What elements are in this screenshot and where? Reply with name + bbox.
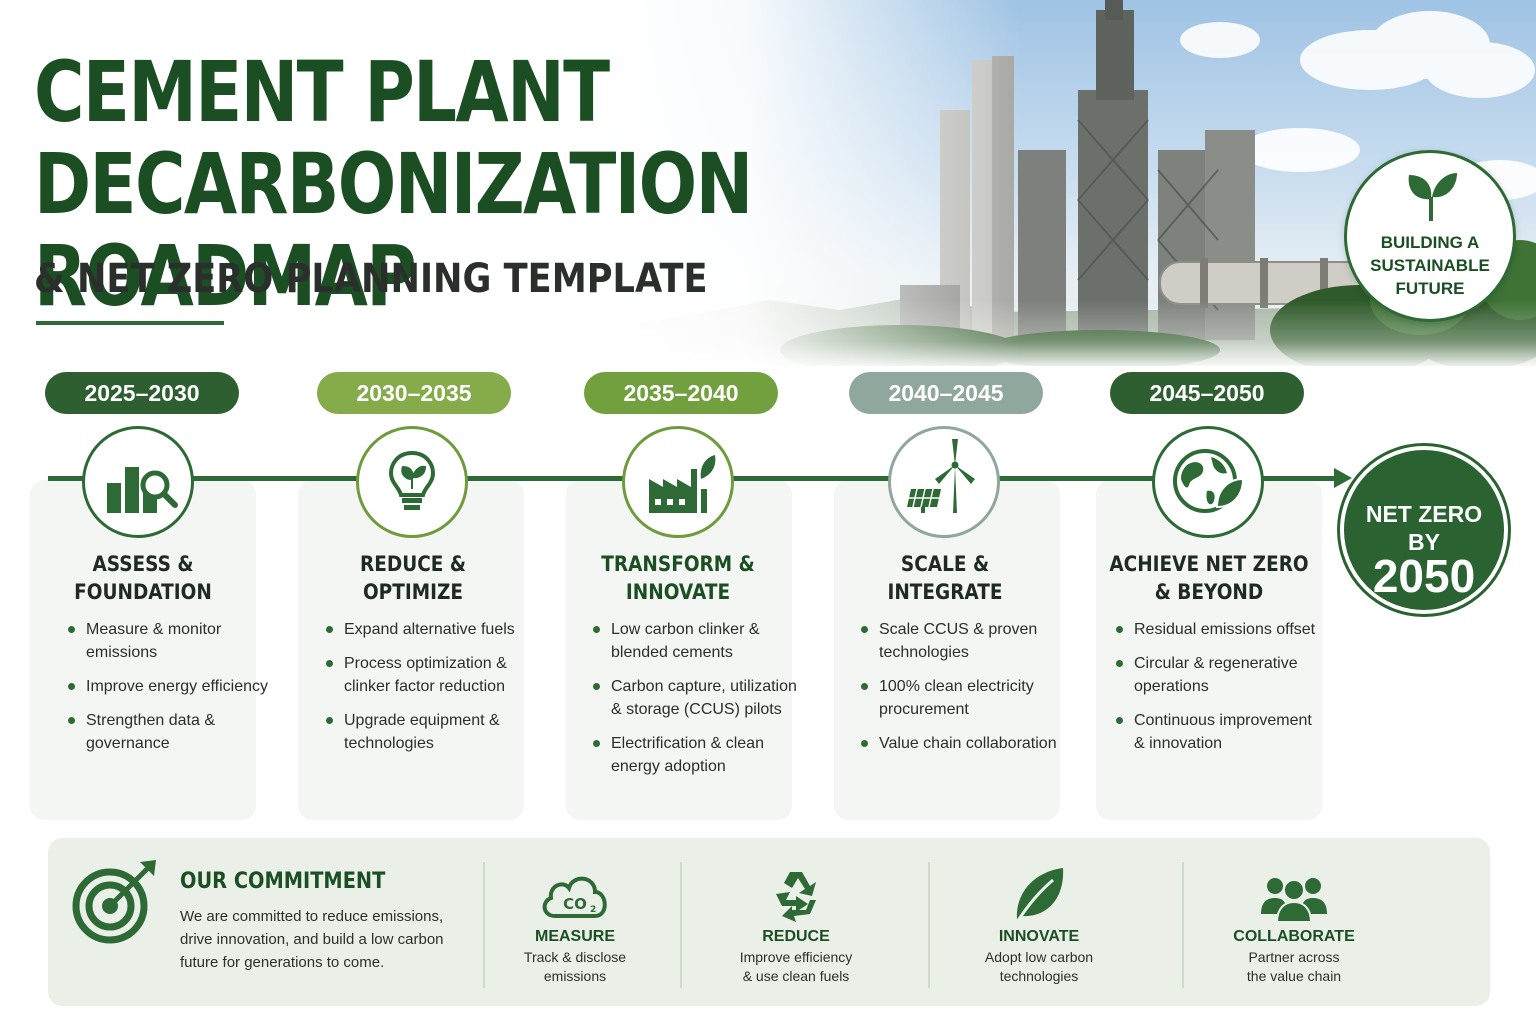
phase-4-title-line-2: INTEGRATE bbox=[887, 580, 1003, 604]
phase-icon-circle-2 bbox=[356, 426, 468, 538]
pillar-title: REDUCE bbox=[762, 928, 830, 945]
pillar-desc-line-1: Track & disclose bbox=[523, 949, 627, 965]
year-pill-1: 2025–2030 bbox=[45, 372, 239, 414]
pillar-desc-line-1: Partner across bbox=[1248, 949, 1340, 965]
phase-1-bullets: Measure & monitor emissions Improve ener… bbox=[66, 618, 276, 766]
people-icon bbox=[1261, 878, 1327, 923]
pillar-title: MEASURE bbox=[534, 928, 615, 945]
target-icon bbox=[72, 860, 156, 944]
list-item: Upgrade equipment & technologies bbox=[324, 709, 534, 755]
phase-title-5: ACHIEVE NET ZERO & BEYOND bbox=[1103, 550, 1314, 606]
phase-icon-circle-5 bbox=[1152, 426, 1264, 538]
pillar-desc-line-2: & use clean fuels bbox=[742, 968, 850, 984]
lightbulb-leaf-icon bbox=[388, 450, 436, 510]
hero-bottom-fade bbox=[600, 300, 1536, 370]
pillar-title: INNOVATE bbox=[998, 928, 1080, 945]
list-item: Residual emissions offset bbox=[1114, 618, 1326, 641]
badge-line-2: SUSTAINABLE bbox=[1370, 256, 1490, 275]
sustainable-future-badge: BUILDING A SUSTAINABLE FUTURE bbox=[1344, 150, 1516, 322]
phase-5-title-line-2: & BEYOND bbox=[1154, 580, 1264, 604]
wind-solar-icon bbox=[907, 439, 975, 513]
pillar-measure: CO 2 MEASURE Track & disclose emissions bbox=[465, 856, 685, 986]
list-item: Strengthen data & governance bbox=[66, 709, 276, 755]
phase-4-bullets: Scale CCUS & proven technologies 100% cl… bbox=[859, 618, 1069, 766]
phase-title-3: TRANSFORM & INNOVATE bbox=[572, 550, 783, 606]
pillar-collaborate: COLLABORATE Partner across the value cha… bbox=[1184, 856, 1404, 986]
phase-2-bullets: Expand alternative fuels Process optimiz… bbox=[324, 618, 534, 766]
phase-title-2: REDUCE & OPTIMIZE bbox=[307, 550, 518, 606]
recycle-icon bbox=[776, 872, 816, 922]
commitment-text: We are committed to reduce emissions, dr… bbox=[180, 908, 444, 971]
page-title: CEMENT PLANT DECARBONIZATION ROADMAP bbox=[34, 46, 772, 322]
phase-5-bullets: Residual emissions offset Circular & reg… bbox=[1114, 618, 1326, 766]
sprout-icon bbox=[1408, 173, 1457, 221]
list-item: Scale CCUS & proven technologies bbox=[859, 618, 1069, 664]
phase-3-title-line-2: INNOVATE bbox=[625, 580, 731, 604]
phase-title-4: SCALE & INTEGRATE bbox=[839, 550, 1050, 606]
phase-1-title-line-1: ASSESS & bbox=[92, 552, 194, 576]
leaf-icon bbox=[1015, 868, 1064, 923]
svg-text:CO: CO bbox=[563, 895, 587, 913]
badge-line-1: BUILDING A bbox=[1380, 233, 1480, 252]
year-pill-4: 2040–2045 bbox=[849, 372, 1043, 414]
net-zero-goal-badge: NET ZERO BY 2050 bbox=[1340, 446, 1508, 614]
goal-line-2: BY bbox=[1408, 529, 1440, 555]
goal-line-1: NET ZERO bbox=[1365, 501, 1483, 527]
pillar-reduce: REDUCE Improve efficiency & use clean fu… bbox=[686, 856, 906, 986]
page-subtitle: & NET ZERO PLANNING TEMPLATE bbox=[34, 256, 708, 302]
list-item: Process optimization & clinker factor re… bbox=[324, 652, 534, 698]
commitment-bar bbox=[48, 838, 1490, 1006]
list-item: Carbon capture, utilization & storage (C… bbox=[591, 675, 801, 721]
title-underline bbox=[36, 321, 224, 325]
pillar-desc-line-1: Improve efficiency bbox=[739, 949, 853, 965]
phase-1-title-line-2: FOUNDATION bbox=[74, 580, 212, 604]
phase-3-bullets: Low carbon clinker & blended cements Car… bbox=[591, 618, 801, 789]
phase-3-title-line-1: TRANSFORM & bbox=[601, 552, 755, 576]
pillar-innovate: INNOVATE Adopt low carbon technologies bbox=[929, 856, 1149, 986]
list-item: Circular & regenerative operations bbox=[1114, 652, 1326, 698]
list-item: Continuous improvement & innovation bbox=[1114, 709, 1326, 755]
pillar-desc-line-2: the value chain bbox=[1246, 968, 1342, 984]
year-pill-3: 2035–2040 bbox=[584, 372, 778, 414]
phase-icon-circle-3 bbox=[622, 426, 734, 538]
list-item: Low carbon clinker & blended cements bbox=[591, 618, 801, 664]
chart-magnifier-icon bbox=[107, 467, 178, 513]
list-item: Electrification & clean energy adoption bbox=[591, 732, 801, 778]
pillar-desc-line-2: technologies bbox=[999, 968, 1079, 984]
globe-leaf-icon bbox=[1173, 449, 1245, 513]
year-pill-2: 2030–2035 bbox=[317, 372, 511, 414]
factory-leaf-icon bbox=[649, 455, 716, 513]
list-item: Expand alternative fuels bbox=[324, 618, 534, 641]
co2-cloud-icon: CO 2 bbox=[542, 876, 607, 918]
list-item: Improve energy efficiency bbox=[66, 675, 276, 698]
list-item: 100% clean electricity procurement bbox=[859, 675, 1069, 721]
svg-text:2: 2 bbox=[590, 905, 596, 915]
phase-2-title-line-2: OPTIMIZE bbox=[362, 580, 464, 604]
title-line-2: DECARBONIZATION ROADMAP bbox=[34, 135, 753, 325]
phase-5-title-line-1: ACHIEVE NET ZERO bbox=[1109, 552, 1309, 576]
phase-2-title-line-1: REDUCE & bbox=[360, 552, 466, 576]
list-item: Value chain collaboration bbox=[859, 732, 1069, 755]
divider bbox=[928, 862, 930, 988]
divider bbox=[483, 862, 485, 988]
badge-line-3: FUTURE bbox=[1395, 279, 1465, 298]
phase-title-1: ASSESS & FOUNDATION bbox=[37, 550, 248, 606]
phase-icon-circle-4 bbox=[888, 426, 1000, 538]
pillar-desc-line-2: emissions bbox=[543, 968, 607, 984]
title-line-1: CEMENT PLANT bbox=[34, 43, 610, 141]
divider bbox=[1182, 862, 1184, 988]
divider bbox=[680, 862, 682, 988]
phase-4-title-line-1: SCALE & bbox=[900, 552, 990, 576]
commitment-title: OUR COMMITMENT bbox=[180, 869, 386, 894]
list-item: Measure & monitor emissions bbox=[66, 618, 276, 664]
phase-icon-circle-1 bbox=[82, 426, 194, 538]
goal-year: 2050 bbox=[1372, 550, 1476, 602]
timeline-arrowhead bbox=[1334, 468, 1352, 488]
year-pill-5: 2045–2050 bbox=[1110, 372, 1304, 414]
pillar-title: COLLABORATE bbox=[1233, 928, 1355, 945]
pillar-desc-line-1: Adopt low carbon bbox=[984, 949, 1094, 965]
